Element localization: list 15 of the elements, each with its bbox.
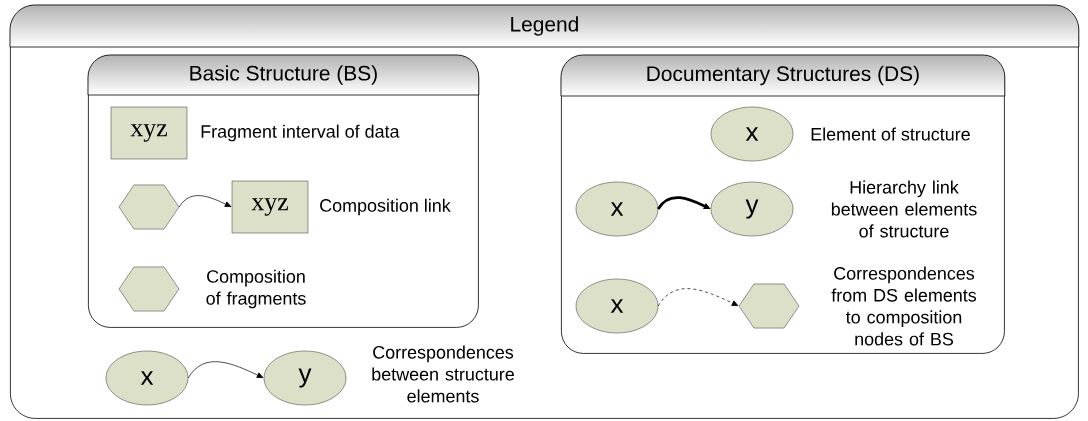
hexagon [118,266,180,312]
description-text: Element of structure [811,127,970,141]
description-text: Composition of fragments [206,269,306,309]
curved-arrow [187,361,264,379]
fragment-box: xyz [231,180,309,234]
fragment-box: xyz [110,106,188,160]
curved-arrow [178,195,232,208]
description-text: Composition link [320,198,451,216]
dashed-arrow [657,288,739,307]
description-text: Hierarchy link between elements of structure [831,180,977,238]
hexagon [118,184,180,230]
description-text: Fragment interval of data [201,124,400,142]
description-text: Correspondences from DS elements to composition nodes of BS [831,266,977,346]
hexagon [738,283,800,329]
description-text: Correspondences between structure elements [372,345,514,403]
